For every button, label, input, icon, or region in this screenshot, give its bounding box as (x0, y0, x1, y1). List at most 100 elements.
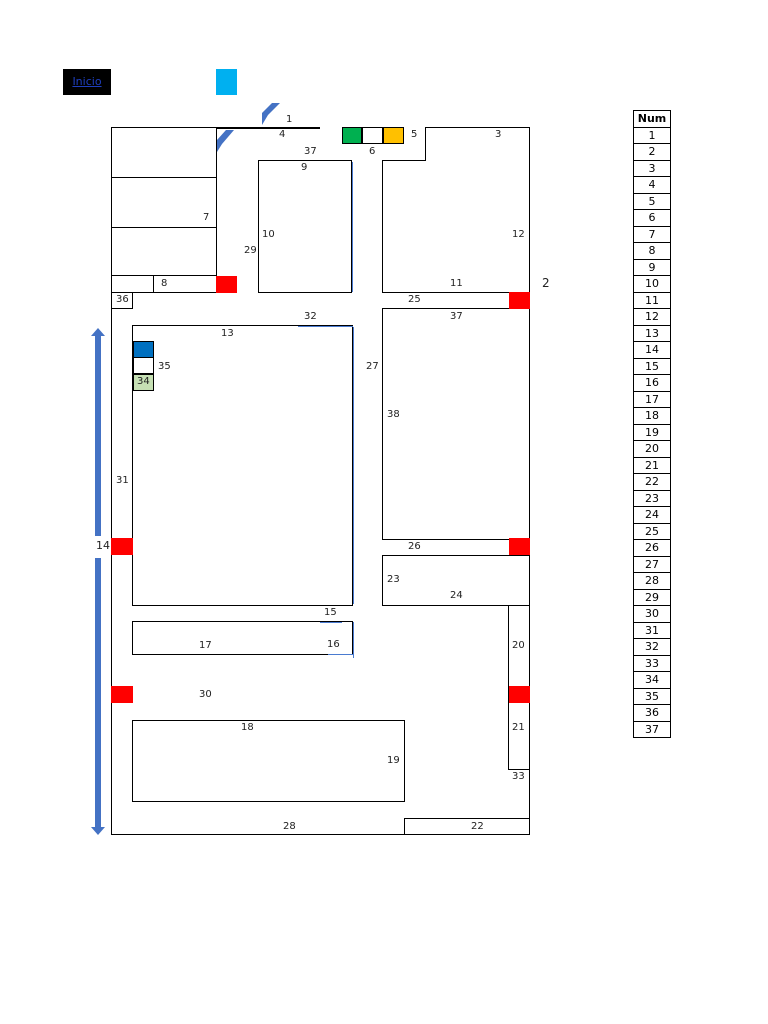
exit-marker (509, 686, 530, 703)
label-38: 38 (387, 409, 400, 420)
table-row: 30 (633, 605, 671, 623)
exit-marker (216, 276, 237, 293)
label-1: 1 (286, 114, 293, 125)
white-small-block (133, 357, 154, 374)
dark-blue-block (133, 341, 154, 358)
table-cell: 33 (633, 654, 671, 672)
label-31: 31 (116, 475, 129, 486)
double-arrow-icon (91, 328, 105, 835)
table-row: 26 (633, 539, 671, 557)
table-row: 3 (633, 159, 671, 177)
table-row: 25 (633, 522, 671, 540)
table-cell: 34 (633, 671, 671, 689)
exit-marker (111, 538, 133, 555)
label-37: 37 (450, 311, 463, 322)
room-18 (132, 720, 405, 802)
table-cell: 8 (633, 242, 671, 260)
table-row: 10 (633, 275, 671, 293)
light-green-block (133, 374, 154, 391)
table-row: 37 (633, 720, 671, 738)
table-row: 19 (633, 423, 671, 441)
exit-marker (111, 686, 133, 703)
room-left-4a (111, 275, 154, 293)
room-36 (111, 292, 133, 309)
label-25: 25 (408, 294, 421, 305)
label-27: 27 (366, 361, 379, 372)
table-cell: 32 (633, 638, 671, 656)
room-left-1 (111, 127, 217, 178)
room-22 (404, 818, 530, 835)
table-cell: 29 (633, 588, 671, 606)
room-20-21-bottom-wall (508, 769, 530, 770)
label-15: 15 (324, 607, 337, 618)
table-header: Num (633, 110, 671, 128)
table-cell: 18 (633, 407, 671, 425)
orange-block (383, 127, 404, 144)
table-row: 1 (633, 126, 671, 144)
table-row: 7 (633, 225, 671, 243)
table-row: 24 (633, 506, 671, 524)
outer-left-wall (111, 127, 112, 835)
label-33: 33 (512, 771, 525, 782)
room-13 (132, 325, 353, 606)
table-cell: 27 (633, 555, 671, 573)
table-row: 31 (633, 621, 671, 639)
label-26: 26 (408, 541, 421, 552)
room-left-3 (111, 227, 217, 276)
table-row: 29 (633, 588, 671, 606)
table-row: 14 (633, 341, 671, 359)
table-cell: 9 (633, 258, 671, 276)
white-block (362, 127, 383, 144)
label-32: 32 (304, 311, 317, 322)
label-20: 20 (512, 640, 525, 651)
room-17-blue-top (320, 622, 342, 623)
table-row: 27 (633, 555, 671, 573)
label-21: 21 (512, 722, 525, 733)
label-4: 4 (279, 129, 286, 140)
room-12-left-wall (382, 160, 383, 293)
table-cell: 24 (633, 506, 671, 524)
table-row: 17 (633, 390, 671, 408)
door-icon (217, 130, 234, 152)
table-row: 20 (633, 440, 671, 458)
table-cell: 3 (633, 159, 671, 177)
room-23-24 (382, 555, 530, 606)
table-row: 13 (633, 324, 671, 342)
exit-marker (509, 292, 530, 309)
table-cell: 31 (633, 621, 671, 639)
green-block (342, 127, 362, 144)
table-row: 8 (633, 242, 671, 260)
table-cell: 17 (633, 390, 671, 408)
table-cell: 11 (633, 291, 671, 309)
table-cell: 25 (633, 522, 671, 540)
room-17 (132, 621, 353, 655)
table-row: 16 (633, 374, 671, 392)
label-7: 7 (203, 212, 210, 223)
top-blue-square (216, 69, 237, 95)
room-13-blue-top (298, 326, 353, 327)
label-8: 8 (161, 278, 168, 289)
label-22: 22 (471, 821, 484, 832)
label-16: 16 (327, 639, 340, 650)
table-row: 36 (633, 704, 671, 722)
table-cell: 28 (633, 572, 671, 590)
label-29: 29 (244, 245, 257, 256)
table-row: 5 (633, 192, 671, 210)
label-34: 34 (137, 376, 150, 387)
room-left-2 (111, 177, 217, 228)
table-row: 6 (633, 209, 671, 227)
exit-marker (509, 538, 530, 555)
inicio-link[interactable]: Inicio (63, 69, 111, 95)
table-row: 4 (633, 176, 671, 194)
label-13: 13 (221, 328, 234, 339)
table-cell: 15 (633, 357, 671, 375)
label-6: 6 (369, 146, 376, 157)
table-cell: 5 (633, 192, 671, 210)
label-18: 18 (241, 722, 254, 733)
label-17: 17 (199, 640, 212, 651)
room-10 (258, 160, 352, 293)
table-cell: 2 (633, 143, 671, 161)
room-38 (382, 308, 530, 540)
label-5: 5 (411, 129, 418, 140)
